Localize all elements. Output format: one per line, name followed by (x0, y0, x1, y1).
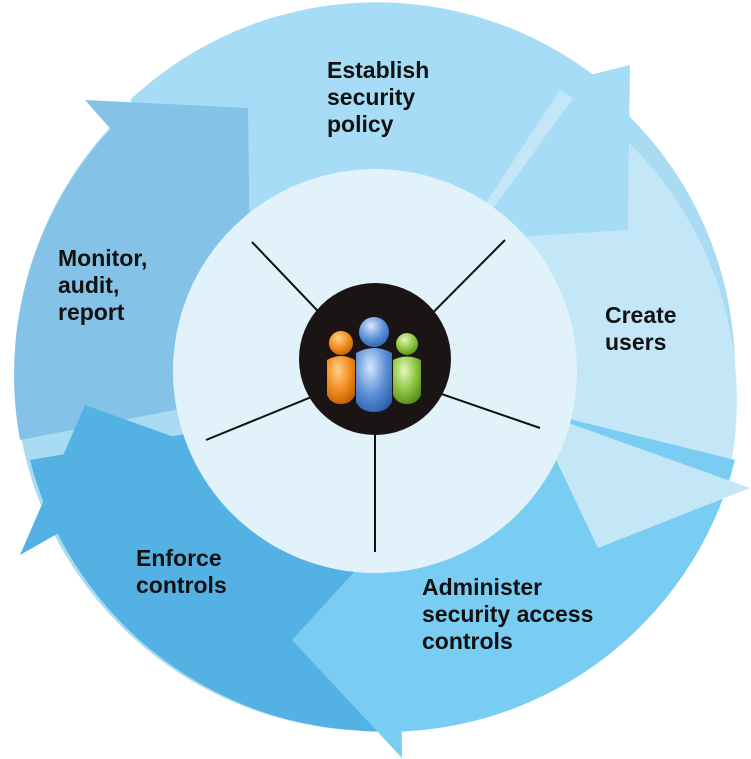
stage-label-line: controls (422, 628, 513, 654)
stage-label-establish: Establish security policy (327, 57, 429, 138)
stage-label-line: Establish (327, 57, 430, 83)
arrow-head-establish (470, 65, 630, 240)
stage-label-line: controls (136, 572, 227, 598)
stage-label-enforce: Enforce controls (136, 545, 227, 599)
stage-label-administer: Administer security access controls (422, 574, 593, 655)
stage-label-line: Create (605, 302, 677, 328)
arrow-head-create (530, 405, 750, 548)
person-blue-icon (356, 317, 392, 412)
stage-label-line: Enforce (136, 545, 222, 571)
stage-label-create: Create users (605, 302, 677, 356)
stage-label-line: users (605, 329, 667, 355)
arrow-head-monitor (85, 100, 250, 268)
people-group-icon (327, 317, 421, 412)
stage-label-line: report (58, 299, 125, 325)
stage-label-line: policy (327, 111, 394, 137)
stage-label-line: audit, (58, 272, 120, 298)
person-orange-icon (327, 331, 355, 404)
arrow-head-enforce (20, 405, 238, 555)
stage-label-line: security access (422, 601, 594, 627)
stage-label-line: Administer (422, 574, 543, 600)
stage-label-line: Monitor, (58, 245, 148, 271)
stage-label-line: security (327, 84, 416, 110)
stage-label-monitor: Monitor, audit, report (58, 245, 147, 326)
person-green-icon (393, 333, 421, 404)
arrow-head-administer (292, 522, 402, 758)
